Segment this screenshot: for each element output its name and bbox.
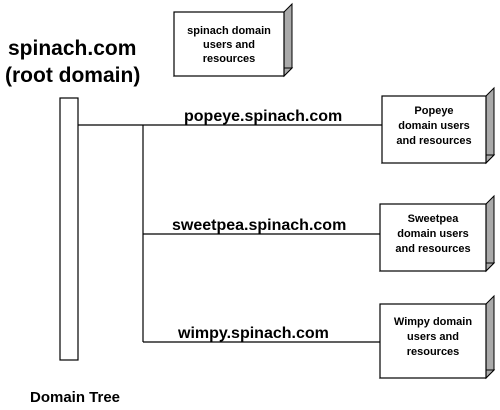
box-front-face — [381, 95, 487, 164]
wimpy-resource-box: Wimpy domain users and resources — [378, 294, 496, 380]
box-text-line: users and — [203, 39, 255, 51]
box-text-line: spinach domain — [187, 25, 271, 37]
box-text-line: Sweetpea — [408, 213, 460, 225]
box-front-face — [173, 11, 285, 77]
box-text-line: resources — [407, 346, 460, 358]
popeye-resource-box: Popeye domain users and resources — [380, 86, 496, 165]
box-side-face — [485, 194, 495, 273]
box-side-face — [485, 294, 495, 380]
sweetpea-resource-box: Sweetpea domain users and resources — [378, 194, 496, 273]
box-front-face — [379, 203, 487, 272]
root-domain-resource-box: spinach domain users and resources — [172, 2, 294, 78]
box-text-line: domain users — [398, 120, 470, 132]
box-text-line: Wimpy domain — [394, 316, 472, 328]
child-domain-label-popeye: popeye.spinach.com — [184, 108, 342, 125]
box-text-line: domain users — [397, 228, 469, 240]
box-side-face — [283, 2, 293, 78]
root-domain-bar — [59, 97, 79, 361]
diagram-caption: Domain Tree — [30, 389, 120, 406]
child-domain-label-wimpy: wimpy.spinach.com — [177, 325, 329, 342]
root-domain-title-line2: (root domain) — [5, 64, 140, 87]
box-side-face — [485, 86, 495, 165]
child-domain-label-sweetpea: sweetpea.spinach.com — [172, 217, 346, 234]
box-text-line: Popeye — [414, 105, 453, 117]
box-text-line: and resources — [395, 243, 470, 255]
root-domain-title-line1: spinach.com — [8, 37, 136, 60]
box-text-line: users and — [407, 331, 459, 343]
box-front-face — [379, 303, 487, 379]
box-text-line: and resources — [396, 135, 471, 147]
box-text-line: resources — [203, 53, 256, 65]
